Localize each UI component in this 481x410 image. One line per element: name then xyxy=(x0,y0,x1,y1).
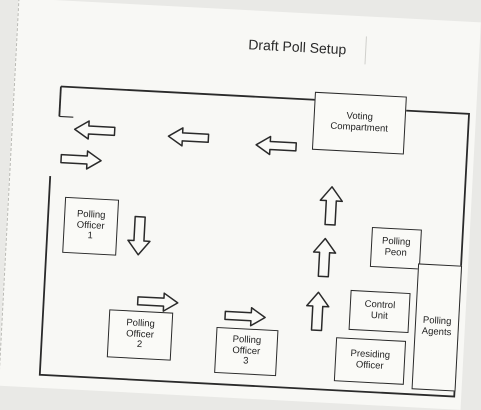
arrow-up-3 xyxy=(304,290,331,332)
arrow-right-3 xyxy=(223,305,267,328)
arrow-right-entrance xyxy=(59,148,103,171)
arrow-left-2 xyxy=(167,126,210,149)
arrow-left-3 xyxy=(254,135,298,157)
arrow-up-2 xyxy=(311,237,338,278)
arrow-up-1 xyxy=(318,185,344,227)
arrow-down xyxy=(126,215,152,257)
arrow-left-1 xyxy=(73,119,116,142)
arrow-right-2 xyxy=(136,291,179,313)
